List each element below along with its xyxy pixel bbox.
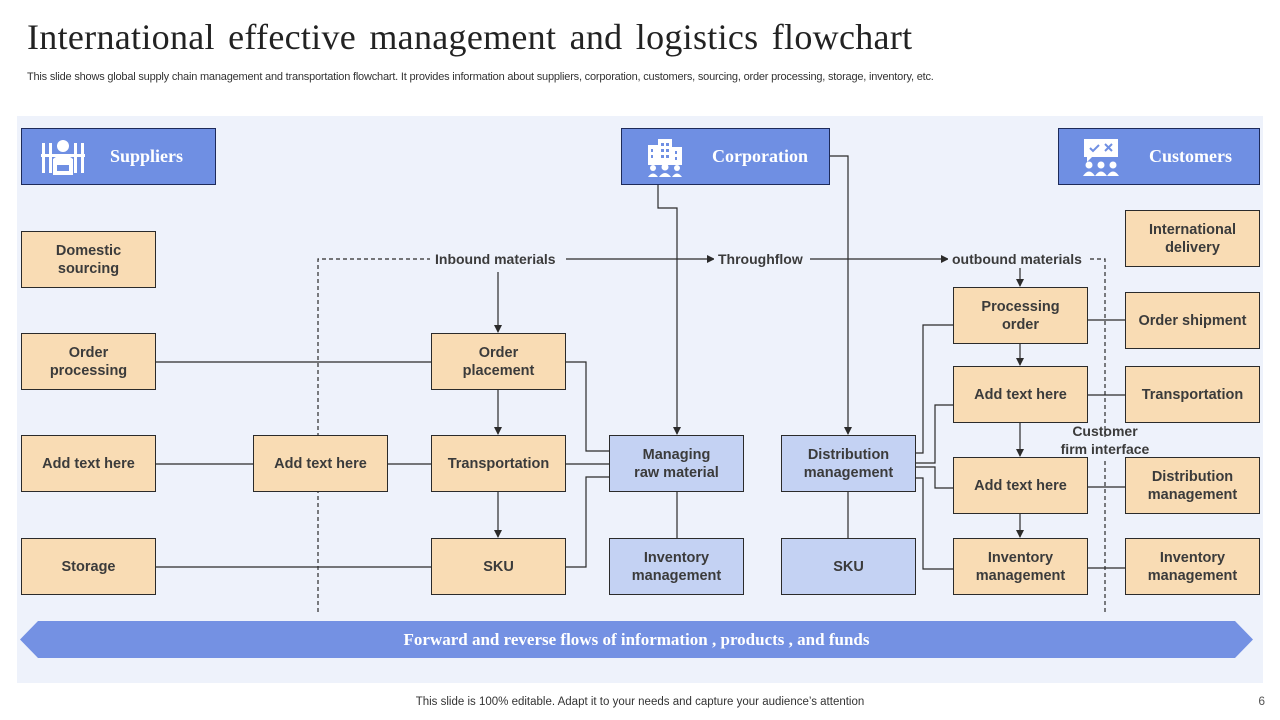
customer-firm-interface-line2: firm interface bbox=[1055, 440, 1155, 458]
footer-note: This slide is 100% editable. Adapt it to… bbox=[415, 696, 865, 708]
slide-title: International effective management and l… bbox=[27, 17, 913, 57]
node-text: Storage bbox=[61, 558, 116, 575]
node-text: Add text here bbox=[974, 386, 1067, 403]
node-text: Add text here bbox=[974, 477, 1067, 494]
node-text-line2: management bbox=[1147, 486, 1238, 503]
node-text: Add text here bbox=[42, 455, 135, 472]
node-text-line1: Inventory bbox=[987, 549, 1054, 566]
customers-label: Customers bbox=[1149, 146, 1232, 166]
customer-firm-interface-label: Customer firm interface bbox=[1055, 422, 1155, 458]
node-text-line1: Inventory bbox=[1159, 549, 1226, 566]
node-text-line1: Distribution bbox=[807, 446, 890, 463]
node-text-line2: processing bbox=[49, 362, 128, 379]
corporation-header: Corporation bbox=[621, 128, 830, 185]
flows-banner: Forward and reverse flows of information… bbox=[20, 621, 1253, 658]
node-text: Transportation bbox=[1141, 386, 1244, 403]
outbound-add-text-node-1: Add text here bbox=[953, 366, 1088, 423]
corp-sku-node: SKU bbox=[781, 538, 916, 595]
node-text: Add text here bbox=[274, 455, 367, 472]
customer-firm-interface-line1: Customer bbox=[1072, 423, 1138, 439]
storage-node: Storage bbox=[21, 538, 156, 595]
customer-transportation-node: Transportation bbox=[1125, 366, 1260, 423]
node-text-line2: management bbox=[1147, 567, 1238, 584]
customer-feedback-icon bbox=[1083, 139, 1119, 176]
outbound-materials-label: outbound materials bbox=[948, 251, 1086, 267]
node-text: SKU bbox=[483, 558, 514, 575]
throughflow-label: Throughflow bbox=[714, 251, 807, 267]
order-shipment-node: Order shipment bbox=[1125, 292, 1260, 349]
node-text-line1: Managing bbox=[642, 446, 711, 463]
node-text-line2: management bbox=[975, 567, 1066, 584]
slide-subtitle: This slide shows global supply chain man… bbox=[27, 71, 934, 83]
node-text-line1: Inventory bbox=[643, 549, 710, 566]
node-text-line1: Order bbox=[478, 344, 519, 361]
node-text: Transportation bbox=[447, 455, 550, 472]
page-number: 6 bbox=[1258, 694, 1265, 708]
suppliers-team-icon bbox=[41, 140, 85, 175]
node-text-line1: Domestic bbox=[55, 242, 122, 259]
inbound-transportation-node: Transportation bbox=[431, 435, 566, 492]
node-text-line2: placement bbox=[462, 362, 535, 379]
supplier-add-text-node: Add text here bbox=[21, 435, 156, 492]
node-text: Order shipment bbox=[1138, 312, 1247, 329]
flows-banner-text: Forward and reverse flows of information… bbox=[403, 629, 870, 649]
corporate-building-icon bbox=[648, 139, 682, 177]
inbound-sku-node: SKU bbox=[431, 538, 566, 595]
node-text-line1: Order bbox=[68, 344, 109, 361]
node-text-line2: order bbox=[1001, 316, 1040, 333]
node-text-line2: sourcing bbox=[57, 260, 120, 277]
node-text-line2: management bbox=[803, 464, 894, 481]
node-text-line2: management bbox=[631, 567, 722, 584]
node-text-line1: International bbox=[1148, 221, 1236, 238]
node-text: SKU bbox=[833, 558, 864, 575]
node-text-line2: raw material bbox=[634, 464, 719, 481]
node-text-line2: delivery bbox=[1165, 239, 1220, 256]
middle-add-text-node: Add text here bbox=[253, 435, 388, 492]
outbound-add-text-node-2: Add text here bbox=[953, 457, 1088, 514]
corporation-label: Corporation bbox=[712, 146, 808, 166]
inbound-materials-label: Inbound materials bbox=[431, 251, 560, 267]
node-text-line1: Distribution bbox=[1151, 468, 1234, 485]
suppliers-label: Suppliers bbox=[110, 146, 184, 166]
node-text-line1: Processing bbox=[981, 298, 1060, 315]
suppliers-header: Suppliers bbox=[21, 128, 216, 185]
customers-header: Customers bbox=[1058, 128, 1260, 185]
